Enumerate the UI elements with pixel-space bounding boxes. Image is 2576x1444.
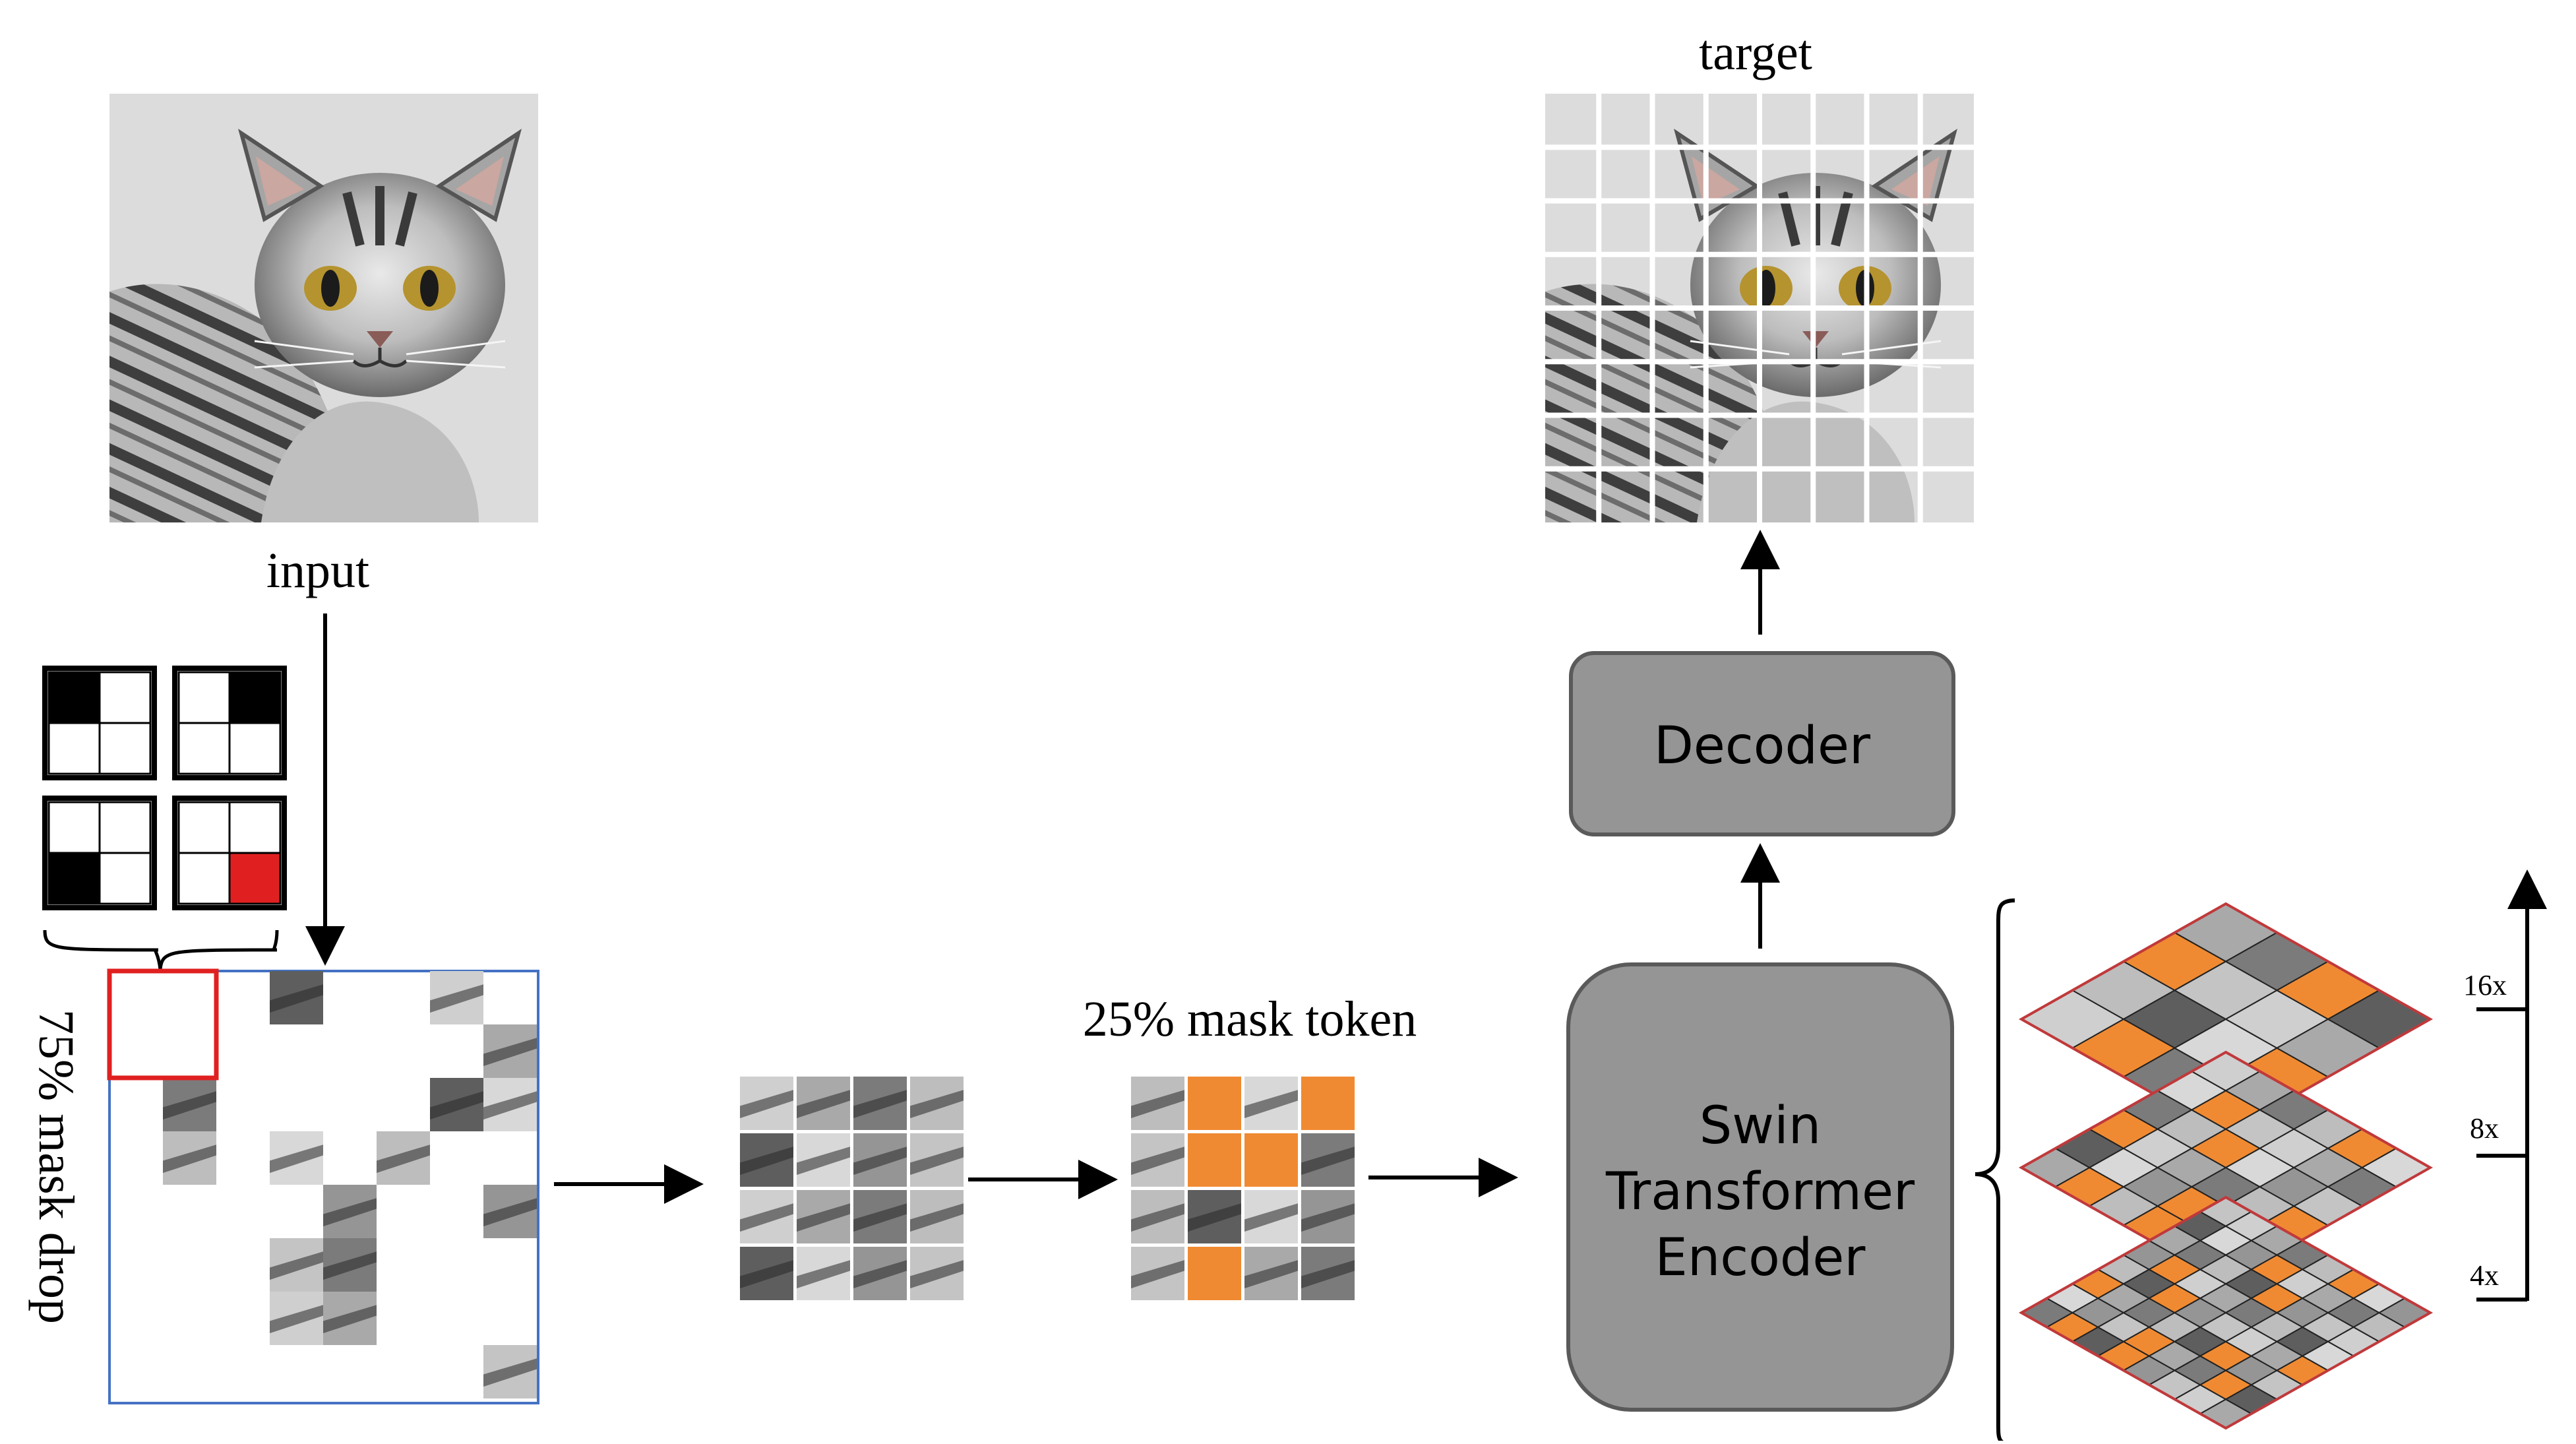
mask-pattern-cell — [47, 801, 101, 854]
visible-patch — [797, 1190, 850, 1243]
visible-token-patch — [1131, 1190, 1184, 1243]
visible-patch — [797, 1133, 850, 1187]
mask-pattern-1 — [42, 666, 157, 780]
mask-token-patch — [1188, 1247, 1241, 1300]
kept-patch — [430, 1078, 483, 1131]
kept-patch — [323, 1238, 377, 1292]
kept-patch — [377, 1131, 430, 1185]
target-label: target — [1699, 25, 1812, 80]
visible-patch — [853, 1190, 907, 1243]
visible-patch — [740, 1133, 793, 1187]
mask-pattern-cell — [228, 671, 282, 724]
visible-token-patch — [1131, 1247, 1184, 1300]
mask-pattern-cell — [47, 852, 101, 905]
decoder-box: Decoder — [1569, 651, 1955, 836]
mask-pattern-cell — [47, 722, 101, 775]
visible-patch — [740, 1077, 793, 1130]
visible-patch — [853, 1133, 907, 1187]
visible-patch-grid — [740, 1077, 964, 1300]
target-patch-grid — [1545, 94, 1974, 522]
visible-token-patch — [1301, 1133, 1355, 1187]
visible-token-patch — [1244, 1247, 1298, 1300]
mask-pattern-cell — [47, 671, 101, 724]
mask-pattern-3 — [42, 796, 157, 910]
kept-patch — [270, 1131, 323, 1185]
kept-patch — [483, 1078, 537, 1131]
mask-pattern-cell — [228, 801, 282, 854]
mask-pattern-cell — [228, 852, 282, 905]
visible-patch — [797, 1077, 850, 1130]
scale-label-16x: 16x — [2463, 969, 2507, 1001]
kept-patch — [430, 971, 483, 1024]
kept-patch — [323, 1185, 377, 1238]
visible-token-patch — [1244, 1077, 1298, 1130]
visible-patch — [910, 1133, 964, 1187]
swin-encoder-box: Swin Transformer Encoder — [1566, 962, 1954, 1412]
visible-patch — [853, 1247, 907, 1300]
scale-bracket: 16x 8x 4x — [2463, 869, 2547, 1302]
kept-patch — [163, 1131, 216, 1185]
kept-patch — [483, 1185, 537, 1238]
decoder-label: Decoder — [1654, 716, 1871, 776]
visible-patch — [910, 1190, 964, 1243]
visible-token-patch — [1188, 1190, 1241, 1243]
kept-patch — [483, 1345, 537, 1398]
mask-pattern-cell — [177, 671, 231, 724]
target-image — [1545, 94, 1974, 522]
pattern-brace — [43, 929, 279, 970]
input-image — [109, 94, 538, 522]
visible-patch — [740, 1190, 793, 1243]
mask-pattern-cell — [98, 801, 152, 854]
mask-token-patch — [1301, 1077, 1355, 1130]
visible-patch — [740, 1247, 793, 1300]
kept-patch — [270, 971, 323, 1024]
mask-pattern-4 — [172, 796, 287, 910]
mask-drop-grid — [107, 968, 539, 1404]
kept-patch — [163, 1078, 216, 1131]
mask-token-patch — [1188, 1077, 1241, 1130]
scale-label-8x: 8x — [2470, 1112, 2499, 1145]
mask-pattern-2 — [172, 666, 287, 780]
kept-patch — [323, 1292, 377, 1345]
mask-pattern-cell — [228, 722, 282, 775]
visible-token-patch — [1301, 1190, 1355, 1243]
feature-layer-4x — [2018, 1195, 2434, 1430]
mask-drop-label: 75% mask drop — [28, 1009, 84, 1324]
mask-pattern-cell — [98, 722, 152, 775]
scale-label-4x: 4x — [2470, 1259, 2499, 1292]
mask-token-label: 25% mask token — [1083, 991, 1417, 1047]
encoder-label-line2: Transformer — [1605, 1162, 1915, 1222]
kept-patch — [483, 1024, 537, 1078]
mask-pattern-cell — [177, 722, 231, 775]
input-label: input — [266, 543, 369, 598]
encoder-label-line3: Encoder — [1655, 1228, 1866, 1288]
feature-pyramid — [2018, 902, 2434, 1430]
visible-token-patch — [1244, 1190, 1298, 1243]
visible-patch — [797, 1247, 850, 1300]
encoder-label-line1: Swin — [1700, 1096, 1821, 1156]
mask-pattern-cell — [177, 852, 231, 905]
kept-patch — [270, 1238, 323, 1292]
visible-token-patch — [1131, 1077, 1184, 1130]
visible-patch — [910, 1077, 964, 1130]
mask-pattern-cell — [98, 852, 152, 905]
mask-pattern-set — [42, 666, 287, 910]
visible-token-patch — [1301, 1247, 1355, 1300]
visible-patch — [853, 1077, 907, 1130]
drop-window-highlight — [107, 968, 219, 1081]
mask-token-patch — [1244, 1133, 1298, 1187]
mask-pattern-cell — [98, 671, 152, 724]
visible-patch — [910, 1247, 964, 1300]
kept-patch — [270, 1292, 323, 1345]
visible-token-patch — [1131, 1133, 1184, 1187]
mask-token-grid — [1131, 1077, 1355, 1300]
layers-brace — [1975, 898, 2015, 1444]
mask-token-patch — [1188, 1133, 1241, 1187]
mask-pattern-cell — [177, 801, 231, 854]
